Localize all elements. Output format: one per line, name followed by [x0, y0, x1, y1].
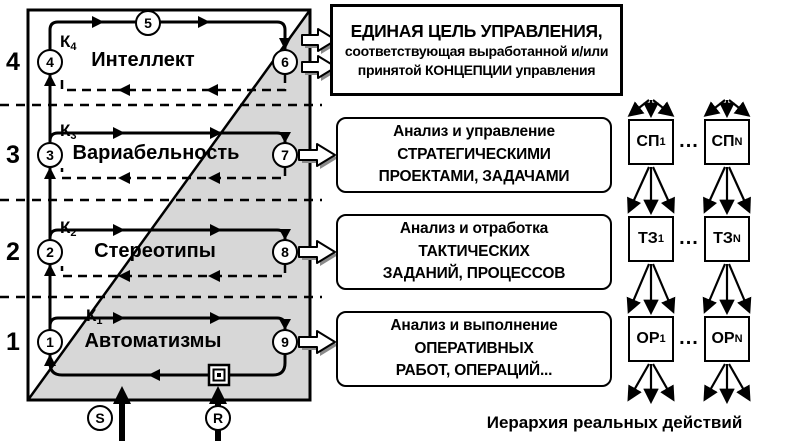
right-arrowhead — [113, 127, 125, 139]
task-line: ТАКТИЧЕСКИХ — [418, 242, 530, 260]
right-arrowhead — [113, 312, 125, 324]
left-ascending-line — [44, 62, 56, 342]
level-label-automatisms: Автоматизмы — [84, 330, 222, 352]
hierarchy-caption: Иерархия реальных действий — [486, 413, 743, 432]
goal-line-1: ЕДИНАЯ ЦЕЛЬ УПРАВЛЕНИЯ, — [350, 20, 603, 41]
down-arrowhead — [279, 229, 291, 240]
or-ellipsis: ... — [679, 327, 699, 349]
goal-line-2: соответствующая выработанной и/или — [344, 43, 609, 60]
up-arrowhead — [44, 74, 56, 86]
right-arrowhead — [210, 224, 222, 236]
fan-arrows — [626, 99, 752, 405]
task-line: ОПЕРАТИВНЫХ — [414, 339, 534, 357]
circle-5: 5 — [135, 10, 161, 36]
circle-4: 4 — [37, 49, 63, 75]
circle-9: 9 — [272, 329, 298, 355]
k2-label: К2 — [60, 218, 77, 239]
input-r-label: R — [205, 405, 231, 431]
circle-8: 8 — [272, 239, 298, 265]
level-number-3: 3 — [6, 141, 20, 169]
circle-3: 3 — [37, 142, 63, 168]
left-arrowhead — [208, 270, 220, 282]
level-label-variability: Вариабельность — [72, 142, 240, 164]
level4-loop — [48, 16, 291, 96]
task-line: Анализ и отработка — [399, 220, 549, 238]
task-line: Анализ и управление — [393, 123, 555, 141]
right-arrowhead — [198, 16, 210, 28]
level1-loop — [44, 312, 291, 381]
sp-ellipsis: ... — [679, 130, 699, 152]
circle-6: 6 — [272, 49, 298, 75]
task-line: ЗАДАНИЙ, ПРОЦЕССОВ — [382, 265, 566, 283]
input-s-label: S — [87, 405, 113, 431]
feedback-node-icon — [207, 363, 231, 387]
up-arrowhead — [44, 264, 56, 276]
goal-line-3: принятой КОНЦЕПЦИИ управления — [357, 62, 596, 79]
down-arrowhead — [279, 319, 291, 330]
diagonal-line — [26, 9, 312, 401]
right-arrowhead — [210, 312, 222, 324]
task-line: ПРОЕКТАМИ, ЗАДАЧАМИ — [378, 168, 570, 186]
circle-7: 7 — [272, 142, 298, 168]
left-arrowhead — [118, 172, 130, 184]
task-line: РАБОТ, ОПЕРАЦИЙ... — [395, 362, 553, 380]
input-s-arrow — [113, 386, 131, 441]
level-number-1: 1 — [6, 328, 20, 356]
block-arrow-tactical — [298, 240, 338, 266]
up-arrowhead — [44, 167, 56, 179]
left-arrowhead — [208, 172, 220, 184]
level2-loop — [48, 224, 291, 282]
right-arrowhead — [210, 127, 222, 139]
right-arrowhead — [92, 16, 104, 28]
block-arrow-operative — [298, 330, 338, 356]
up-arrowhead — [44, 354, 56, 366]
level-label-intellect: Интеллект — [91, 49, 195, 71]
left-arrowhead — [118, 84, 130, 96]
tz-ellipsis: ... — [679, 227, 699, 249]
level-number-2: 2 — [6, 238, 20, 266]
task-line: СТРАТЕГИЧЕСКИМИ — [397, 145, 551, 163]
right-arrowhead — [113, 224, 125, 236]
down-arrowhead — [279, 38, 291, 50]
left-arrowhead — [148, 369, 160, 381]
k3-label: К3 — [60, 121, 77, 142]
level3-loop — [48, 127, 291, 184]
left-arrowhead — [206, 84, 218, 96]
block-arrow-to-goal — [301, 28, 339, 81]
task-box-operative: Анализ и выполнение ОПЕРАТИВНЫХ РАБОТ, О… — [336, 311, 612, 387]
goal-box: ЕДИНАЯ ЦЕЛЬ УПРАВЛЕНИЯ, соответствующая … — [330, 4, 623, 96]
task-line: Анализ и выполнение — [390, 317, 558, 335]
k4-label: К4 — [60, 32, 77, 53]
task-box-tactical: Анализ и отработка ТАКТИЧЕСКИХ ЗАДАНИЙ, … — [336, 214, 612, 290]
k1-label: К1 — [86, 306, 103, 327]
level-number-4: 4 — [6, 48, 20, 76]
left-arrowhead — [118, 270, 130, 282]
circle-2: 2 — [37, 239, 63, 265]
down-arrowhead — [279, 132, 291, 143]
block-arrow-strategic — [298, 143, 338, 169]
task-box-strategic: Анализ и управление СТРАТЕГИЧЕСКИМИ ПРОЕ… — [336, 117, 612, 193]
circle-1: 1 — [37, 329, 63, 355]
outer-frame — [26, 8, 312, 402]
level-label-stereotypes: Стереотипы — [94, 240, 216, 262]
